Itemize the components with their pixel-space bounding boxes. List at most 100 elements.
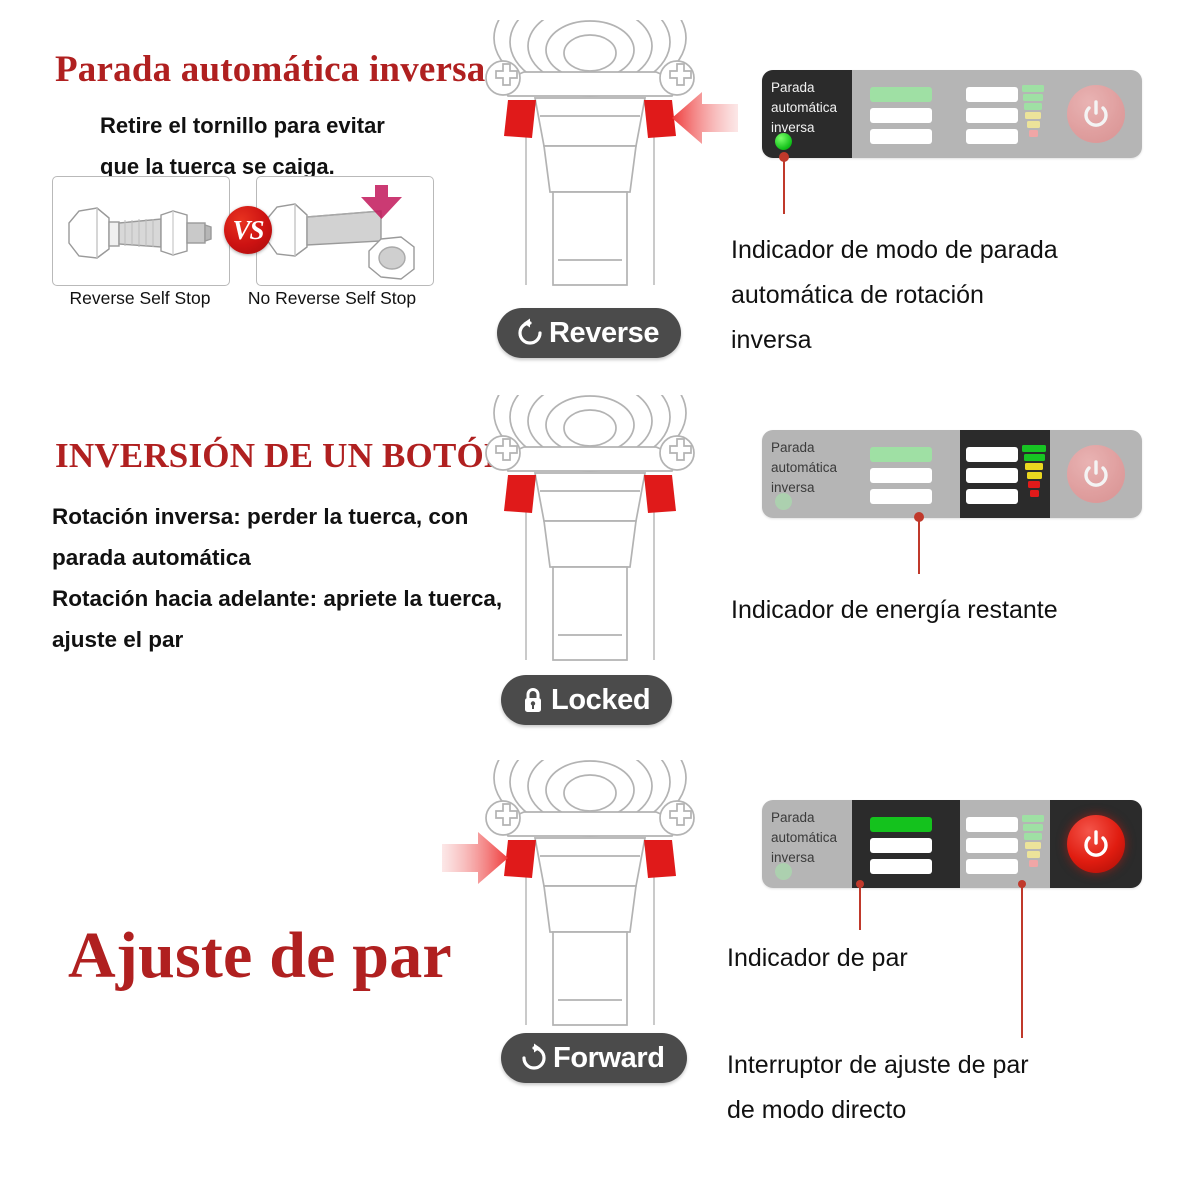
panel3-mode-labels: Parada automática inversa bbox=[771, 808, 837, 868]
leader-dot-1 bbox=[779, 152, 789, 162]
panel1-battery-segment[interactable] bbox=[960, 70, 1050, 158]
torque-bar bbox=[870, 489, 932, 504]
control-panel-reverse-mode[interactable]: Parada automática inversa bbox=[762, 70, 1142, 158]
mode-pill-reverse[interactable]: Reverse bbox=[497, 308, 682, 358]
panel2-mode-labels: Parada automática inversa bbox=[771, 438, 837, 498]
power-icon bbox=[1084, 460, 1108, 487]
direction-arrow-right bbox=[442, 832, 508, 884]
leader-dot-4 bbox=[1018, 880, 1026, 888]
torque-bar-group bbox=[870, 447, 932, 504]
torque-bar bbox=[966, 447, 1018, 462]
power-button[interactable] bbox=[1067, 815, 1125, 873]
torque-bar bbox=[966, 87, 1018, 102]
leader-line-3 bbox=[859, 886, 861, 930]
control-panel-torque-mode[interactable]: Parada automática inversa bbox=[762, 800, 1142, 888]
reverse-selector-tab-left bbox=[504, 100, 536, 138]
mode-pill-forward[interactable]: Forward bbox=[501, 1033, 687, 1083]
battery-bar bbox=[1022, 445, 1046, 452]
torque-bar bbox=[966, 489, 1018, 504]
mode-label-line-2: automática bbox=[771, 830, 838, 845]
torque-bar bbox=[966, 817, 1018, 832]
mode-pill-locked[interactable]: Locked bbox=[501, 675, 673, 725]
vs-badge: VS bbox=[224, 206, 272, 254]
callout-battery-indicator: Indicador de energía restante bbox=[731, 596, 1058, 624]
battery-bar bbox=[1022, 85, 1044, 92]
mode-label-line-3: inversa bbox=[771, 480, 815, 495]
panel1-power-segment[interactable] bbox=[1050, 70, 1142, 158]
mode-label-line-3: inversa bbox=[771, 850, 815, 865]
comparison-caption-left: Reverse Self Stop bbox=[69, 288, 211, 308]
mode-pill-label: Forward bbox=[553, 1041, 665, 1074]
battery-bar bbox=[1028, 860, 1038, 867]
torque-bar bbox=[870, 817, 932, 832]
bolt-with-nut-illustration bbox=[68, 207, 212, 259]
battery-bar bbox=[1025, 463, 1043, 470]
battery-gauge bbox=[1022, 85, 1044, 137]
selector-tab-right bbox=[644, 475, 676, 513]
torque-bar bbox=[966, 129, 1018, 144]
mode-label-line-1: Parada bbox=[771, 810, 815, 825]
battery-bar bbox=[1024, 103, 1042, 110]
direction-arrow-left bbox=[672, 92, 738, 144]
rotate-counterclockwise-icon bbox=[515, 318, 545, 348]
vs-badge-label: VS bbox=[232, 215, 264, 245]
torque-bar bbox=[870, 447, 932, 462]
battery-bar bbox=[1028, 481, 1040, 488]
reverse-selector-tab-right bbox=[644, 100, 676, 138]
torque-bar-group bbox=[870, 817, 932, 874]
mode-pill-label: Locked bbox=[551, 683, 651, 716]
torque-bar bbox=[966, 468, 1018, 483]
panel3-secondary-bars bbox=[966, 817, 1018, 874]
panel2-power-segment[interactable] bbox=[1050, 430, 1142, 518]
callout-reverse-mode-indicator: Indicador de modo de parada automática d… bbox=[731, 236, 1058, 354]
reverse-mode-led-indicator bbox=[775, 133, 792, 150]
rotate-clockwise-icon bbox=[519, 1043, 549, 1073]
mode-label-line-1: Parada bbox=[771, 80, 815, 95]
selector-tab-left bbox=[504, 475, 536, 513]
comparison-caption-right: No Reverse Self Stop bbox=[247, 288, 417, 308]
leader-dot-2 bbox=[914, 512, 924, 522]
torque-bar bbox=[870, 859, 932, 874]
leader-line-4 bbox=[1021, 886, 1023, 1038]
power-icon bbox=[1084, 100, 1108, 127]
battery-bar bbox=[1026, 121, 1040, 128]
panel2-battery-segment[interactable] bbox=[960, 430, 1050, 518]
panel2-secondary-bars bbox=[966, 447, 1018, 504]
comparison-box-reverse-self-stop bbox=[52, 176, 230, 286]
section-2-heading: INVERSIÓN DE UN BOTÓN bbox=[55, 436, 510, 475]
mode-label-line-1: Parada bbox=[771, 440, 815, 455]
battery-bar bbox=[1023, 94, 1043, 101]
bolt-with-falling-nut-illustration bbox=[266, 185, 415, 280]
section-2-body: Rotación inversa: perder la tuerca, con … bbox=[52, 504, 503, 652]
power-button[interactable] bbox=[1067, 445, 1125, 503]
callout-torque-indicator: Indicador de par bbox=[727, 944, 908, 972]
reverse-mode-led-indicator bbox=[775, 493, 792, 510]
panel3-torque-segment[interactable] bbox=[852, 800, 960, 888]
battery-bar bbox=[1025, 842, 1041, 849]
comparison-block: VS Reverse Self Stop No Reverse Self Sto… bbox=[52, 176, 462, 308]
panel1-torque-segment[interactable] bbox=[852, 70, 960, 158]
panel2-mode-segment[interactable]: Parada automática inversa bbox=[762, 430, 852, 518]
leader-line-2 bbox=[918, 518, 920, 574]
power-button[interactable] bbox=[1067, 85, 1125, 143]
section-3-heading: Ajuste de par bbox=[68, 919, 452, 992]
panel1-mode-segment[interactable]: Parada automática inversa bbox=[762, 70, 852, 158]
control-panel-battery-mode[interactable]: Parada automática inversa bbox=[762, 430, 1142, 518]
forward-selector-tab-right bbox=[644, 840, 676, 878]
battery-bar bbox=[1023, 454, 1045, 461]
leader-line-1 bbox=[783, 158, 785, 214]
panel3-mode-segment[interactable]: Parada automática inversa bbox=[762, 800, 852, 888]
mode-pill-label: Reverse bbox=[549, 316, 660, 349]
panel2-torque-segment[interactable] bbox=[852, 430, 960, 518]
torque-bar bbox=[870, 468, 932, 483]
battery-gauge bbox=[1022, 445, 1046, 497]
section-1-body: Retire el tornillo para evitar que la tu… bbox=[100, 113, 385, 179]
torque-bar bbox=[870, 838, 932, 853]
torque-bar bbox=[870, 87, 932, 102]
torque-bar bbox=[966, 838, 1018, 853]
reverse-mode-led-indicator bbox=[775, 863, 792, 880]
leader-dot-3 bbox=[856, 880, 864, 888]
battery-bar bbox=[1022, 815, 1044, 822]
panel3-battery-segment[interactable] bbox=[960, 800, 1050, 888]
panel3-power-segment[interactable] bbox=[1050, 800, 1142, 888]
